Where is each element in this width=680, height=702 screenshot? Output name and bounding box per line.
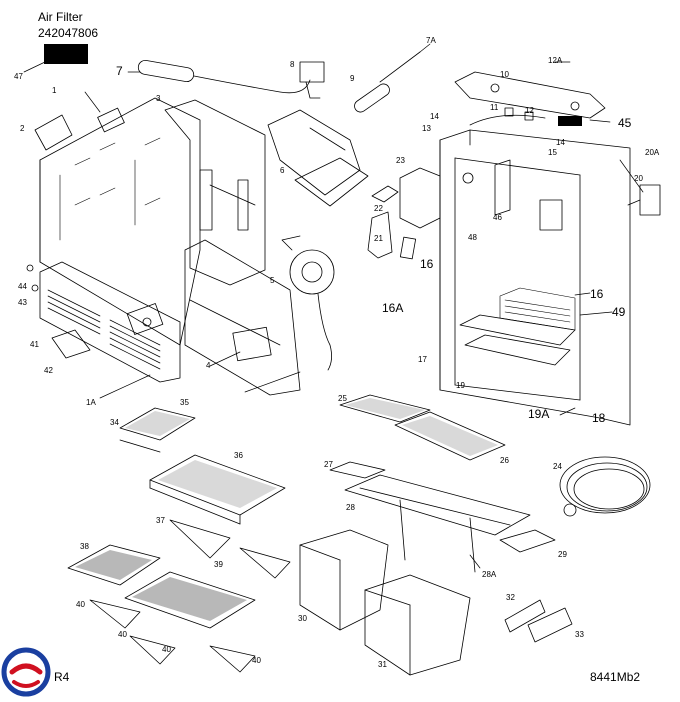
callout-2: 2 <box>20 124 25 133</box>
callout-14: 14 <box>556 138 565 147</box>
callout-20A: 20A <box>645 148 660 157</box>
callout-40: 40 <box>252 656 261 665</box>
rear-panel <box>34 97 201 346</box>
cabinet-back-wall <box>164 99 266 286</box>
callout-12A: 12A <box>548 56 563 65</box>
callout-3: 3 <box>156 94 161 103</box>
callout-37: 37 <box>156 516 165 525</box>
callout-47: 47 <box>14 72 23 81</box>
glass-shelf-upper <box>149 454 291 579</box>
callout-38: 38 <box>80 542 89 551</box>
evaporator-coil <box>499 287 576 331</box>
callout-10: 10 <box>500 70 509 79</box>
callout-19A: 19A <box>528 407 550 421</box>
crisper-cover <box>339 394 506 461</box>
air-handler-duct <box>367 167 441 260</box>
callout-17: 17 <box>418 355 427 364</box>
callout-31: 31 <box>378 660 387 669</box>
callout-5: 5 <box>270 276 275 285</box>
leader-lines <box>23 43 644 569</box>
machine-compartment-cover <box>39 261 181 383</box>
callout-40: 40 <box>162 645 171 654</box>
callout-11: 11 <box>490 103 499 112</box>
callout-40: 40 <box>76 600 85 609</box>
revision-label: R4 <box>54 670 70 684</box>
redacted-box <box>44 44 88 64</box>
callout-19: 19 <box>456 381 465 390</box>
callout-16: 16 <box>420 257 434 271</box>
callout-12: 12 <box>525 106 534 115</box>
callout-27: 27 <box>324 460 333 469</box>
callout-7: 7 <box>116 64 123 78</box>
callout-29: 29 <box>558 550 567 559</box>
callout-49: 49 <box>612 305 626 319</box>
water-supply-line <box>559 456 651 517</box>
redacted-box <box>558 116 582 126</box>
callout-28: 28 <box>346 503 355 512</box>
callout-16: 16 <box>590 287 604 301</box>
callout-33: 33 <box>575 630 584 639</box>
door-switch <box>627 184 661 216</box>
callout-41: 41 <box>30 340 39 349</box>
callout-24: 24 <box>553 462 562 471</box>
evaporator-fan <box>281 235 335 371</box>
callout-15: 15 <box>548 148 557 157</box>
air-filter-title: Air Filter <box>38 10 83 24</box>
deli-drawer-shelf <box>119 407 196 453</box>
callout-7A: 7A <box>426 36 436 45</box>
callout-43: 43 <box>18 298 27 307</box>
callout-45: 45 <box>618 116 632 130</box>
drawer-slide-brackets <box>504 599 573 643</box>
callout-34: 34 <box>110 418 119 427</box>
callout-40: 40 <box>118 630 127 639</box>
callout-8: 8 <box>290 60 295 69</box>
callout-35: 35 <box>180 398 189 407</box>
callout-42: 42 <box>44 366 53 375</box>
callout-1: 1 <box>52 86 57 95</box>
callout-48: 48 <box>468 233 477 242</box>
callout-1A: 1A <box>86 398 96 407</box>
callout-32: 32 <box>506 593 515 602</box>
ice-maker <box>267 109 369 207</box>
water-valve-assembly <box>137 51 421 113</box>
callout-46: 46 <box>493 213 502 222</box>
callout-30: 30 <box>298 614 307 623</box>
callout-36: 36 <box>234 451 243 460</box>
callout-22: 22 <box>374 204 383 213</box>
fresh-food-cabinet <box>439 129 631 426</box>
crisper-drawers <box>299 529 471 676</box>
callout-6: 6 <box>280 166 285 175</box>
callout-39: 39 <box>214 560 223 569</box>
glass-shelf-lower <box>67 544 256 673</box>
callout-44: 44 <box>18 282 27 291</box>
drain-pan-and-fasteners <box>26 264 91 359</box>
callout-14: 14 <box>430 112 439 121</box>
callout-26: 26 <box>500 456 509 465</box>
callout-18: 18 <box>592 411 606 425</box>
callout-4: 4 <box>206 361 211 370</box>
callout-13: 13 <box>422 124 431 133</box>
cabinet-side-liner <box>184 239 301 396</box>
air-filter-part-number: 242047806 <box>38 26 99 40</box>
crisper-frame <box>329 461 556 573</box>
callout-21: 21 <box>374 234 383 243</box>
company-logo <box>1 647 51 697</box>
callout-28A: 28A <box>482 570 497 579</box>
callout-20: 20 <box>634 174 643 183</box>
top-hinge-bracket <box>454 71 606 119</box>
callout-9: 9 <box>350 74 355 83</box>
callout-25: 25 <box>338 394 347 403</box>
callout-16A: 16A <box>382 301 404 315</box>
callout-23: 23 <box>396 156 405 165</box>
wire-harness <box>469 107 546 126</box>
drawing-id: 8441Mb2 <box>590 670 641 684</box>
